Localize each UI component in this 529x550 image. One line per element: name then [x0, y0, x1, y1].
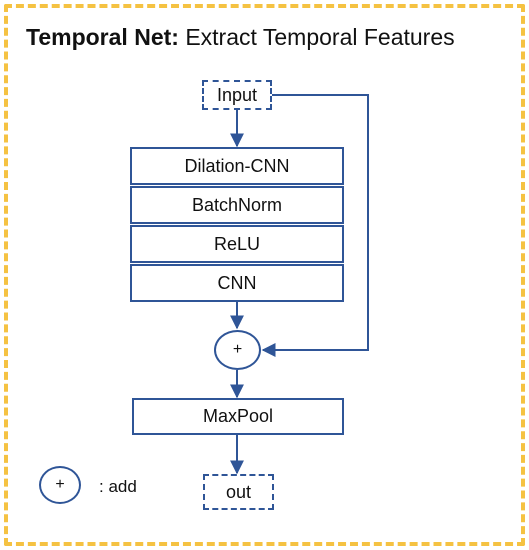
output-node: out	[203, 474, 274, 510]
add-node: +	[214, 330, 261, 370]
legend-label: : add	[99, 477, 137, 496]
legend-add-symbol: +	[39, 466, 81, 504]
layer-label: Dilation-CNN	[184, 155, 290, 176]
layer-label: CNN	[217, 272, 257, 293]
diagram-frame	[4, 4, 525, 546]
layer-label: BatchNorm	[191, 194, 283, 215]
maxpool-node: MaxPool	[132, 398, 344, 435]
legend-symbol: +	[55, 476, 65, 493]
maxpool-label: MaxPool	[202, 406, 274, 426]
layer-batchnorm: BatchNorm	[130, 186, 344, 224]
title-rest: Extract Temporal Features	[178, 24, 455, 50]
layer-label: ReLU	[213, 233, 261, 254]
add-symbol: +	[232, 341, 243, 358]
title-bold: Temporal Net:	[26, 24, 179, 50]
diagram-title: Temporal Net: Extract Temporal Features	[26, 24, 455, 51]
input-label: Input	[216, 84, 258, 105]
output-label: out	[225, 481, 252, 502]
layer-dilation-cnn: Dilation-CNN	[130, 147, 344, 185]
layer-relu: ReLU	[130, 225, 344, 263]
skip-connection	[261, 94, 369, 357]
input-node: Input	[202, 80, 272, 110]
layer-cnn: CNN	[130, 264, 344, 302]
